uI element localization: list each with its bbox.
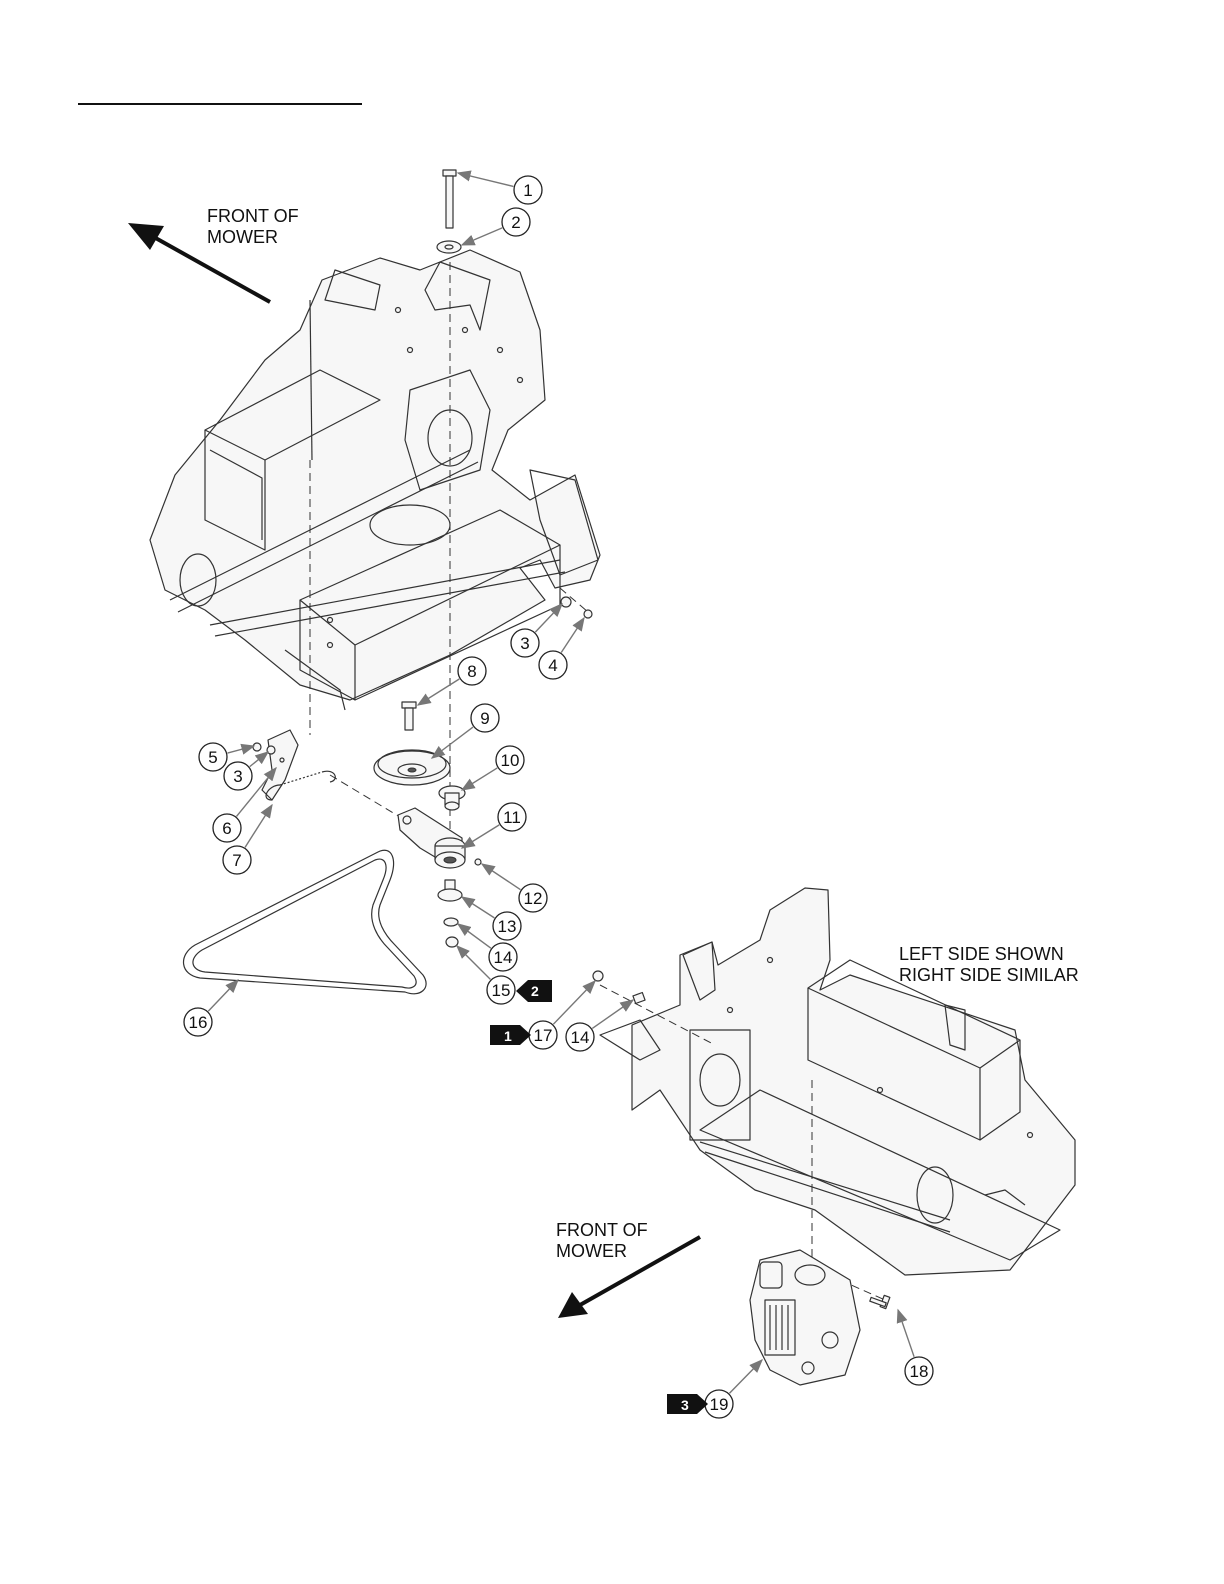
callout-c1: 1 <box>458 173 542 204</box>
callout-c9: 9 <box>432 704 499 758</box>
callout-c14b: 14 <box>566 1000 633 1051</box>
callout-number: 14 <box>494 948 513 967</box>
callout-number: 10 <box>501 751 520 770</box>
callout-c18: 18 <box>898 1310 933 1385</box>
spacer-part <box>438 880 462 901</box>
callout-leader <box>227 746 254 753</box>
callout-number: 8 <box>467 662 476 681</box>
bolt-8-part <box>402 702 416 730</box>
washer-right <box>561 597 571 607</box>
side-note-line1: LEFT SIDE SHOWN <box>899 944 1064 964</box>
callout-leader <box>462 768 497 790</box>
callout-c11: 11 <box>462 803 526 848</box>
callout-leader <box>462 897 494 918</box>
callout-leader <box>245 805 272 847</box>
callout-number: 7 <box>232 851 241 870</box>
side-note-line2: RIGHT SIDE SIMILAR <box>899 965 1079 985</box>
callout-leader <box>250 752 268 767</box>
belt-part <box>184 850 427 994</box>
callout-number: 18 <box>910 1362 929 1381</box>
callout-leader <box>458 173 513 186</box>
callout-number: 6 <box>222 819 231 838</box>
callout-leader <box>898 1310 914 1357</box>
bushing-part <box>439 786 465 810</box>
callout-number: 16 <box>189 1013 208 1032</box>
tag-badge-3: 3 <box>667 1394 708 1414</box>
callout-leader <box>462 825 499 848</box>
front-arrow-top-icon <box>128 223 164 250</box>
callout-number: 4 <box>548 656 557 675</box>
callout-number: 13 <box>498 917 517 936</box>
tag-badge-1-label: 1 <box>504 1028 512 1044</box>
callout-c16: 16 <box>184 980 238 1036</box>
callout-leader <box>553 981 595 1024</box>
front-note-bottom-line2: MOWER <box>556 1241 627 1261</box>
transaxle-part <box>750 1250 860 1385</box>
callout-leader <box>535 604 562 632</box>
callout-number: 3 <box>520 634 529 653</box>
callout-c2: 2 <box>462 208 530 245</box>
callout-leader <box>432 727 473 758</box>
callout-number: 17 <box>534 1026 553 1045</box>
tag-badge-1: 1 <box>490 1025 531 1045</box>
callout-leader <box>561 618 584 652</box>
callout-number: 1 <box>523 181 532 200</box>
callout-number: 19 <box>710 1395 729 1414</box>
callout-c4: 4 <box>539 618 584 679</box>
nut-17-part <box>593 971 603 981</box>
callout-number: 12 <box>524 889 543 908</box>
callout-number: 5 <box>208 748 217 767</box>
front-of-mower-note-top: FRONT OF MOWER <box>128 206 299 302</box>
washer-14b-part <box>633 993 645 1004</box>
callout-c19: 19 <box>705 1360 762 1418</box>
pulley-part <box>374 750 450 785</box>
callout-leader <box>418 679 459 705</box>
callout-number: 2 <box>511 213 520 232</box>
front-of-mower-note-bottom: FRONT OF MOWER <box>556 1220 700 1318</box>
callout-leader <box>729 1360 762 1393</box>
callout-leader <box>208 980 238 1011</box>
idler-arm-part <box>398 808 465 868</box>
tag-badge-2-label: 2 <box>531 983 539 999</box>
callout-number: 14 <box>571 1028 590 1047</box>
nut-right <box>584 610 592 618</box>
nut-15-part <box>446 937 458 947</box>
bolt-part <box>443 170 456 228</box>
tag-badge-2: 2 <box>516 980 552 1002</box>
callout-number: 11 <box>503 808 521 827</box>
washer-14-part <box>444 918 458 926</box>
front-note-top-line2: MOWER <box>207 227 278 247</box>
grease-fitting-part <box>475 859 481 865</box>
tag-badge-3-label: 3 <box>681 1397 689 1413</box>
bracket-part <box>253 730 298 800</box>
callout-number: 3 <box>233 767 242 786</box>
callout-number: 15 <box>492 981 511 1000</box>
callout-c3b: 3 <box>224 752 268 790</box>
callout-number: 9 <box>480 709 489 728</box>
front-note-bottom-line1: FRONT OF <box>556 1220 648 1240</box>
callout-c12: 12 <box>482 864 547 912</box>
callout-leader <box>592 1000 633 1028</box>
callout-leader <box>457 946 490 979</box>
callout-leader <box>458 924 491 948</box>
callout-c10: 10 <box>462 746 524 790</box>
callout-leader <box>462 228 502 245</box>
callout-leader <box>482 864 521 890</box>
front-note-top-line1: FRONT OF <box>207 206 299 226</box>
